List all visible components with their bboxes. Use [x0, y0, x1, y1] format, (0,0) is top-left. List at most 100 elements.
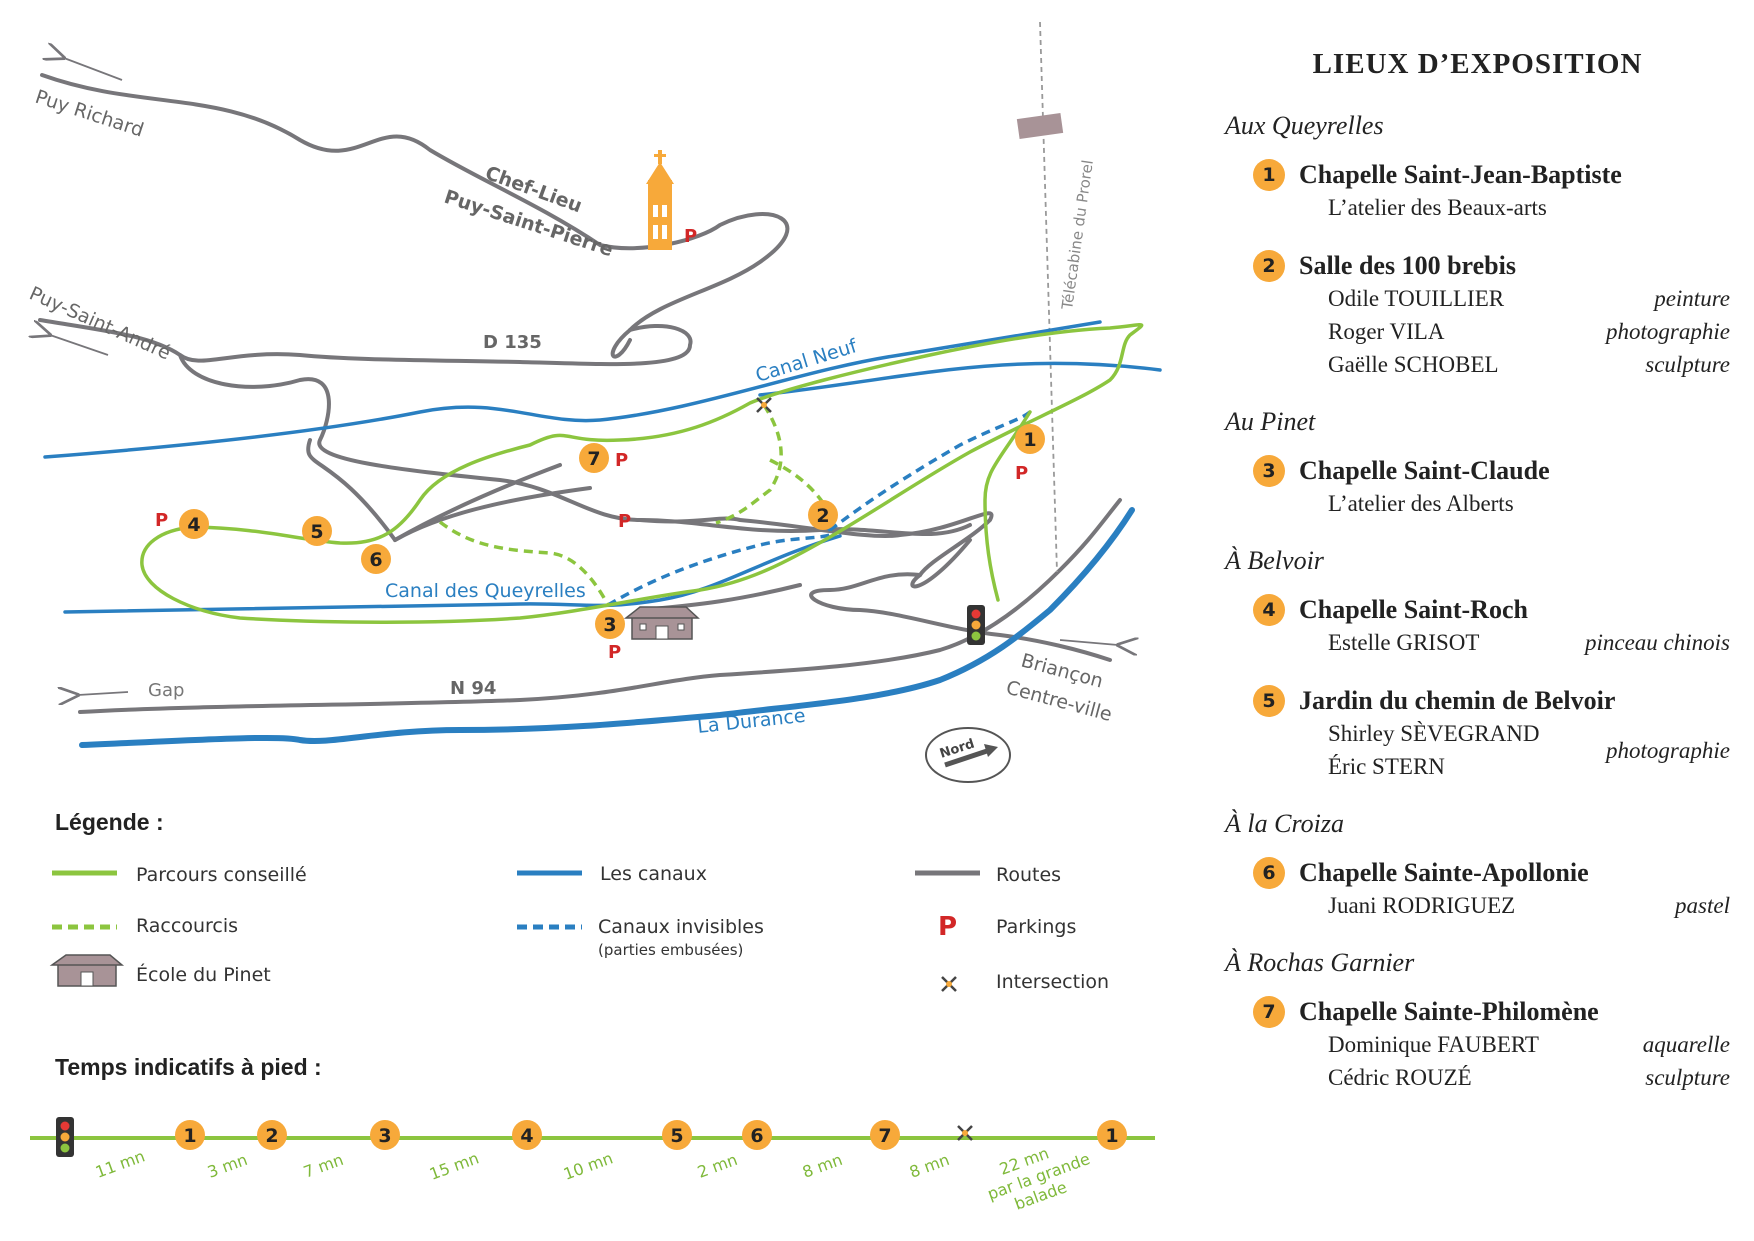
timeline-stop-5: 5: [662, 1120, 692, 1150]
legend-canaux-invisibles: Canaux invisibles: [598, 916, 764, 938]
legend-title: Légende :: [55, 809, 164, 835]
map-marker-6: 6: [361, 544, 391, 574]
artist-medium: pinceau chinois: [1585, 630, 1730, 655]
legend-raccourcis: Raccourcis: [136, 915, 238, 937]
canals: [43, 320, 1162, 748]
time-label: 7 mn: [301, 1150, 346, 1182]
recommended-route: [140, 323, 1144, 624]
artist-medium: photographie: [1606, 737, 1730, 763]
parking-marker: P: [615, 450, 628, 471]
timeline-title: Temps indicatifs à pied :: [55, 1054, 322, 1080]
venue-atelier: L’atelier des Beaux-arts: [1328, 195, 1547, 220]
legend-parkings: Parkings: [996, 916, 1076, 938]
road-pinet: [638, 518, 972, 537]
time-label: 2 mn: [695, 1150, 740, 1182]
area-name: À la Croiza: [1225, 809, 1344, 838]
map-marker-7: 7: [579, 443, 609, 473]
parking-marker: P: [1015, 463, 1028, 484]
label-d135: D 135: [483, 332, 542, 353]
artist-medium: aquarelle: [1642, 1032, 1730, 1057]
parking-marker: P: [608, 642, 621, 663]
timeline-stop-1: 1: [175, 1120, 205, 1150]
svg-text:1: 1: [1023, 429, 1036, 451]
road-local: [306, 438, 397, 542]
label-canal-neuf: Canal Neuf: [753, 335, 861, 387]
intersection-icon-legend: [941, 976, 957, 992]
artist-name: Roger VILA: [1328, 319, 1445, 344]
svg-text:6: 6: [369, 549, 382, 571]
road-loop-d135: [178, 353, 994, 589]
time-label: 8 mn: [907, 1150, 952, 1182]
venue-number-badge: 5: [1253, 685, 1285, 717]
svg-text:6: 6: [750, 1125, 763, 1147]
venue-number-badge: 4: [1253, 594, 1285, 626]
venue-number-badge: 2: [1253, 250, 1285, 282]
panel-title: LIEUX D’EXPOSITION: [1312, 48, 1643, 80]
area-name: Au Pinet: [1225, 407, 1316, 436]
area-name: Aux Queyrelles: [1225, 111, 1384, 140]
shortcuts: [438, 404, 830, 606]
artist-name: Éric STERN: [1328, 754, 1445, 779]
svg-text:2: 2: [265, 1125, 278, 1147]
svg-text:1: 1: [183, 1125, 196, 1147]
timeline-stop-4: 4: [512, 1120, 542, 1150]
label-n94: N 94: [450, 678, 496, 699]
artist-medium: photographie: [1606, 319, 1730, 344]
road-puy-richard: [40, 73, 790, 359]
legend-intersection: Intersection: [996, 971, 1109, 993]
traffic-light-icon-map: [967, 605, 985, 645]
legend-canaux-invisibles-note: (parties embusées): [598, 941, 743, 959]
artist-medium: peinture: [1654, 286, 1730, 311]
time-label: 11 mn: [93, 1146, 148, 1181]
venue-number-badge: 3: [1253, 455, 1285, 487]
artist-medium: sculpture: [1645, 1065, 1730, 1090]
legend-routes: Routes: [996, 864, 1061, 886]
roads: [38, 73, 1122, 714]
legend-parcours: Parcours conseillé: [136, 864, 307, 886]
church-icon: [646, 150, 674, 250]
svg-text:3: 3: [603, 614, 616, 636]
venue-name: Chapelle Saint-Claude: [1299, 456, 1550, 485]
road-n94: [78, 498, 1122, 714]
svg-text:2: 2: [816, 505, 829, 527]
time-label: 10 mn: [561, 1148, 616, 1183]
telecabine: [1016, 21, 1064, 573]
svg-text:5: 5: [670, 1125, 683, 1147]
canal-invisible: [607, 410, 1032, 607]
svg-text:7: 7: [878, 1125, 891, 1147]
canal-neuf: [43, 320, 1102, 459]
canal-durance: [79, 507, 1135, 748]
time-label: 8 mn: [800, 1150, 845, 1182]
map-marker-2: 2: [808, 500, 838, 530]
map-marker-4: 4: [179, 509, 209, 539]
venue-name: Chapelle Sainte-Philomène: [1299, 997, 1599, 1026]
parking-marker: P: [618, 511, 631, 532]
road-local-2: [393, 486, 592, 542]
legend-ecole: École du Pinet: [136, 963, 271, 986]
canal-queyrelles: [63, 534, 842, 614]
map-marker-3: 3: [595, 609, 625, 639]
artist-name: Estelle GRISOT: [1328, 630, 1480, 655]
time-label: 3 mn: [205, 1150, 250, 1182]
venue-name: Jardin du chemin de Belvoir: [1299, 686, 1616, 715]
time-label: 15 mn: [427, 1148, 482, 1183]
intersection-icon-map: [756, 397, 772, 413]
road-d135: [38, 318, 693, 367]
label-canal-queyrelles: Canal des Queyrelles: [385, 580, 586, 602]
shortcut-canal-neuf: [715, 404, 783, 525]
label-gap: Gap: [148, 680, 184, 701]
svg-text:3: 3: [378, 1125, 391, 1147]
timeline-stop-3: 3: [370, 1120, 400, 1150]
road-arrows: [50, 58, 1118, 695]
parking-legend-icon: P: [938, 912, 957, 942]
